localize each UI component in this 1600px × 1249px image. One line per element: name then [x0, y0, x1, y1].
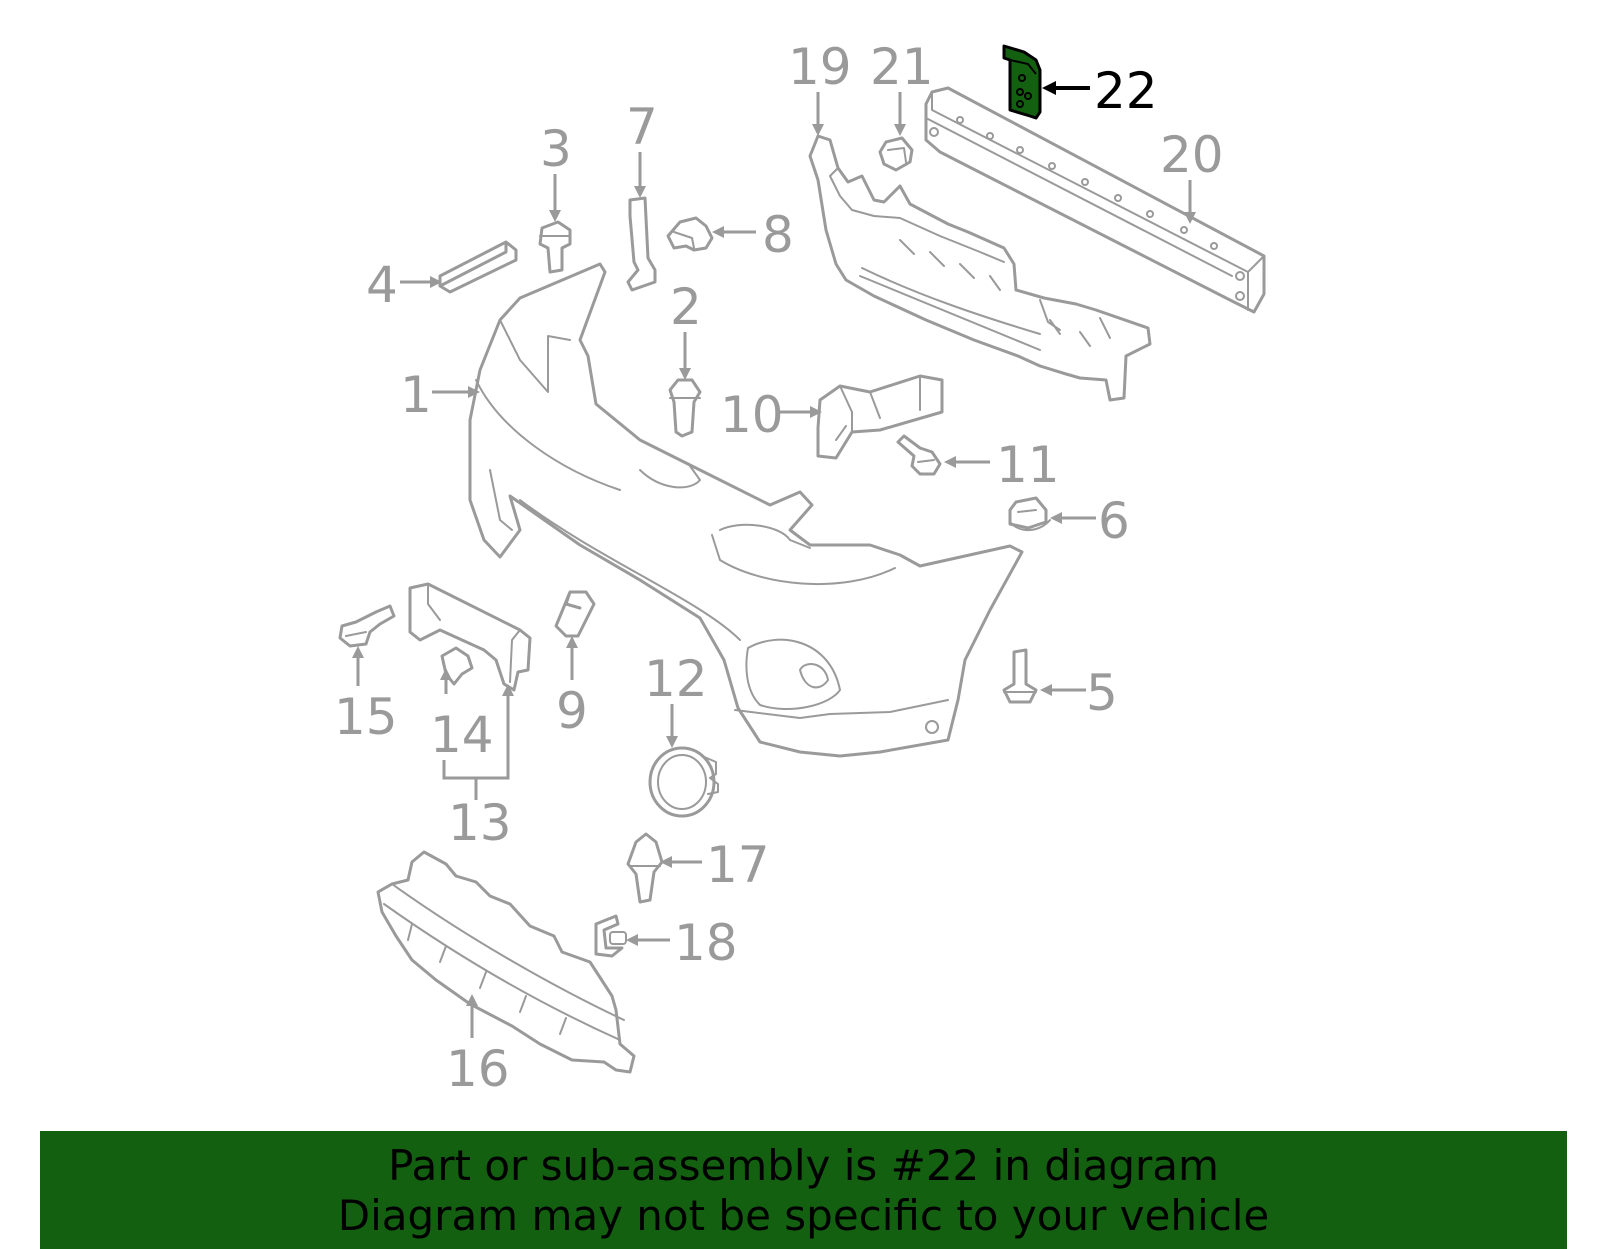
- leader-arrows: [352, 81, 1196, 1038]
- callout-9: 9: [556, 682, 588, 740]
- callout-20: 20: [1160, 126, 1224, 184]
- part-17-push-rivet[interactable]: [626, 832, 664, 904]
- banner-line-part-number: Part or sub-assembly is #22 in diagram: [388, 1141, 1219, 1190]
- callout-7: 7: [626, 98, 658, 156]
- part-19-energy-absorber[interactable]: [808, 134, 1152, 402]
- part-9-spacer[interactable]: [554, 590, 596, 638]
- part-12-lamp-ring[interactable]: [648, 746, 719, 818]
- callout-11: 11: [996, 436, 1060, 494]
- callout-15: 15: [334, 688, 398, 746]
- callout-14: 14: [430, 706, 494, 764]
- part-7-bracket[interactable]: [626, 196, 657, 292]
- part-16-lower-grille[interactable]: [376, 850, 636, 1074]
- part-11-bolt[interactable]: [896, 434, 942, 476]
- callout-6: 6: [1098, 492, 1130, 550]
- part-20-reinforcement-bar[interactable]: [924, 86, 1266, 314]
- part-3-bolt[interactable]: [538, 220, 572, 274]
- part-10-bracket[interactable]: [816, 374, 944, 460]
- callout-5: 5: [1086, 664, 1118, 722]
- callout-8: 8: [762, 206, 794, 264]
- callout-17: 17: [706, 836, 770, 894]
- part-6-nut[interactable]: [1008, 496, 1051, 531]
- part-15-bolt[interactable]: [338, 604, 396, 648]
- callout-21: 21: [870, 38, 934, 96]
- part-5-bolt[interactable]: [1002, 648, 1038, 704]
- callout-10: 10: [720, 386, 784, 444]
- part-21-nut[interactable]: [878, 136, 914, 172]
- part-18-clip[interactable]: [594, 914, 627, 958]
- callout-4: 4: [366, 256, 398, 314]
- part-22-bracket-highlighted[interactable]: [1002, 44, 1042, 120]
- part-1-bumper-cover[interactable]: [468, 262, 1024, 758]
- callout-18: 18: [674, 914, 738, 972]
- callout-16: 16: [446, 1040, 510, 1098]
- callout-13: 13: [448, 794, 512, 852]
- callout-labels: 1 2 3 4 5 6 7 8 9 10 11 12 13 14 15 16 1…: [334, 38, 1224, 1098]
- callout-1: 1: [400, 366, 432, 424]
- callout-22-highlighted: 22: [1094, 62, 1158, 120]
- info-banner: Part or sub-assembly is #22 in diagram D…: [40, 1131, 1567, 1249]
- part-13-bracket[interactable]: [408, 582, 532, 692]
- callout-12: 12: [644, 650, 708, 708]
- part-8-clip[interactable]: [666, 216, 714, 252]
- part-2-push-clip[interactable]: [668, 378, 702, 438]
- part-4-pad[interactable]: [438, 240, 518, 294]
- banner-line-disclaimer: Diagram may not be specific to your vehi…: [337, 1191, 1270, 1240]
- callout-2: 2: [670, 278, 702, 336]
- callout-3: 3: [540, 120, 572, 178]
- callout-19: 19: [788, 38, 852, 96]
